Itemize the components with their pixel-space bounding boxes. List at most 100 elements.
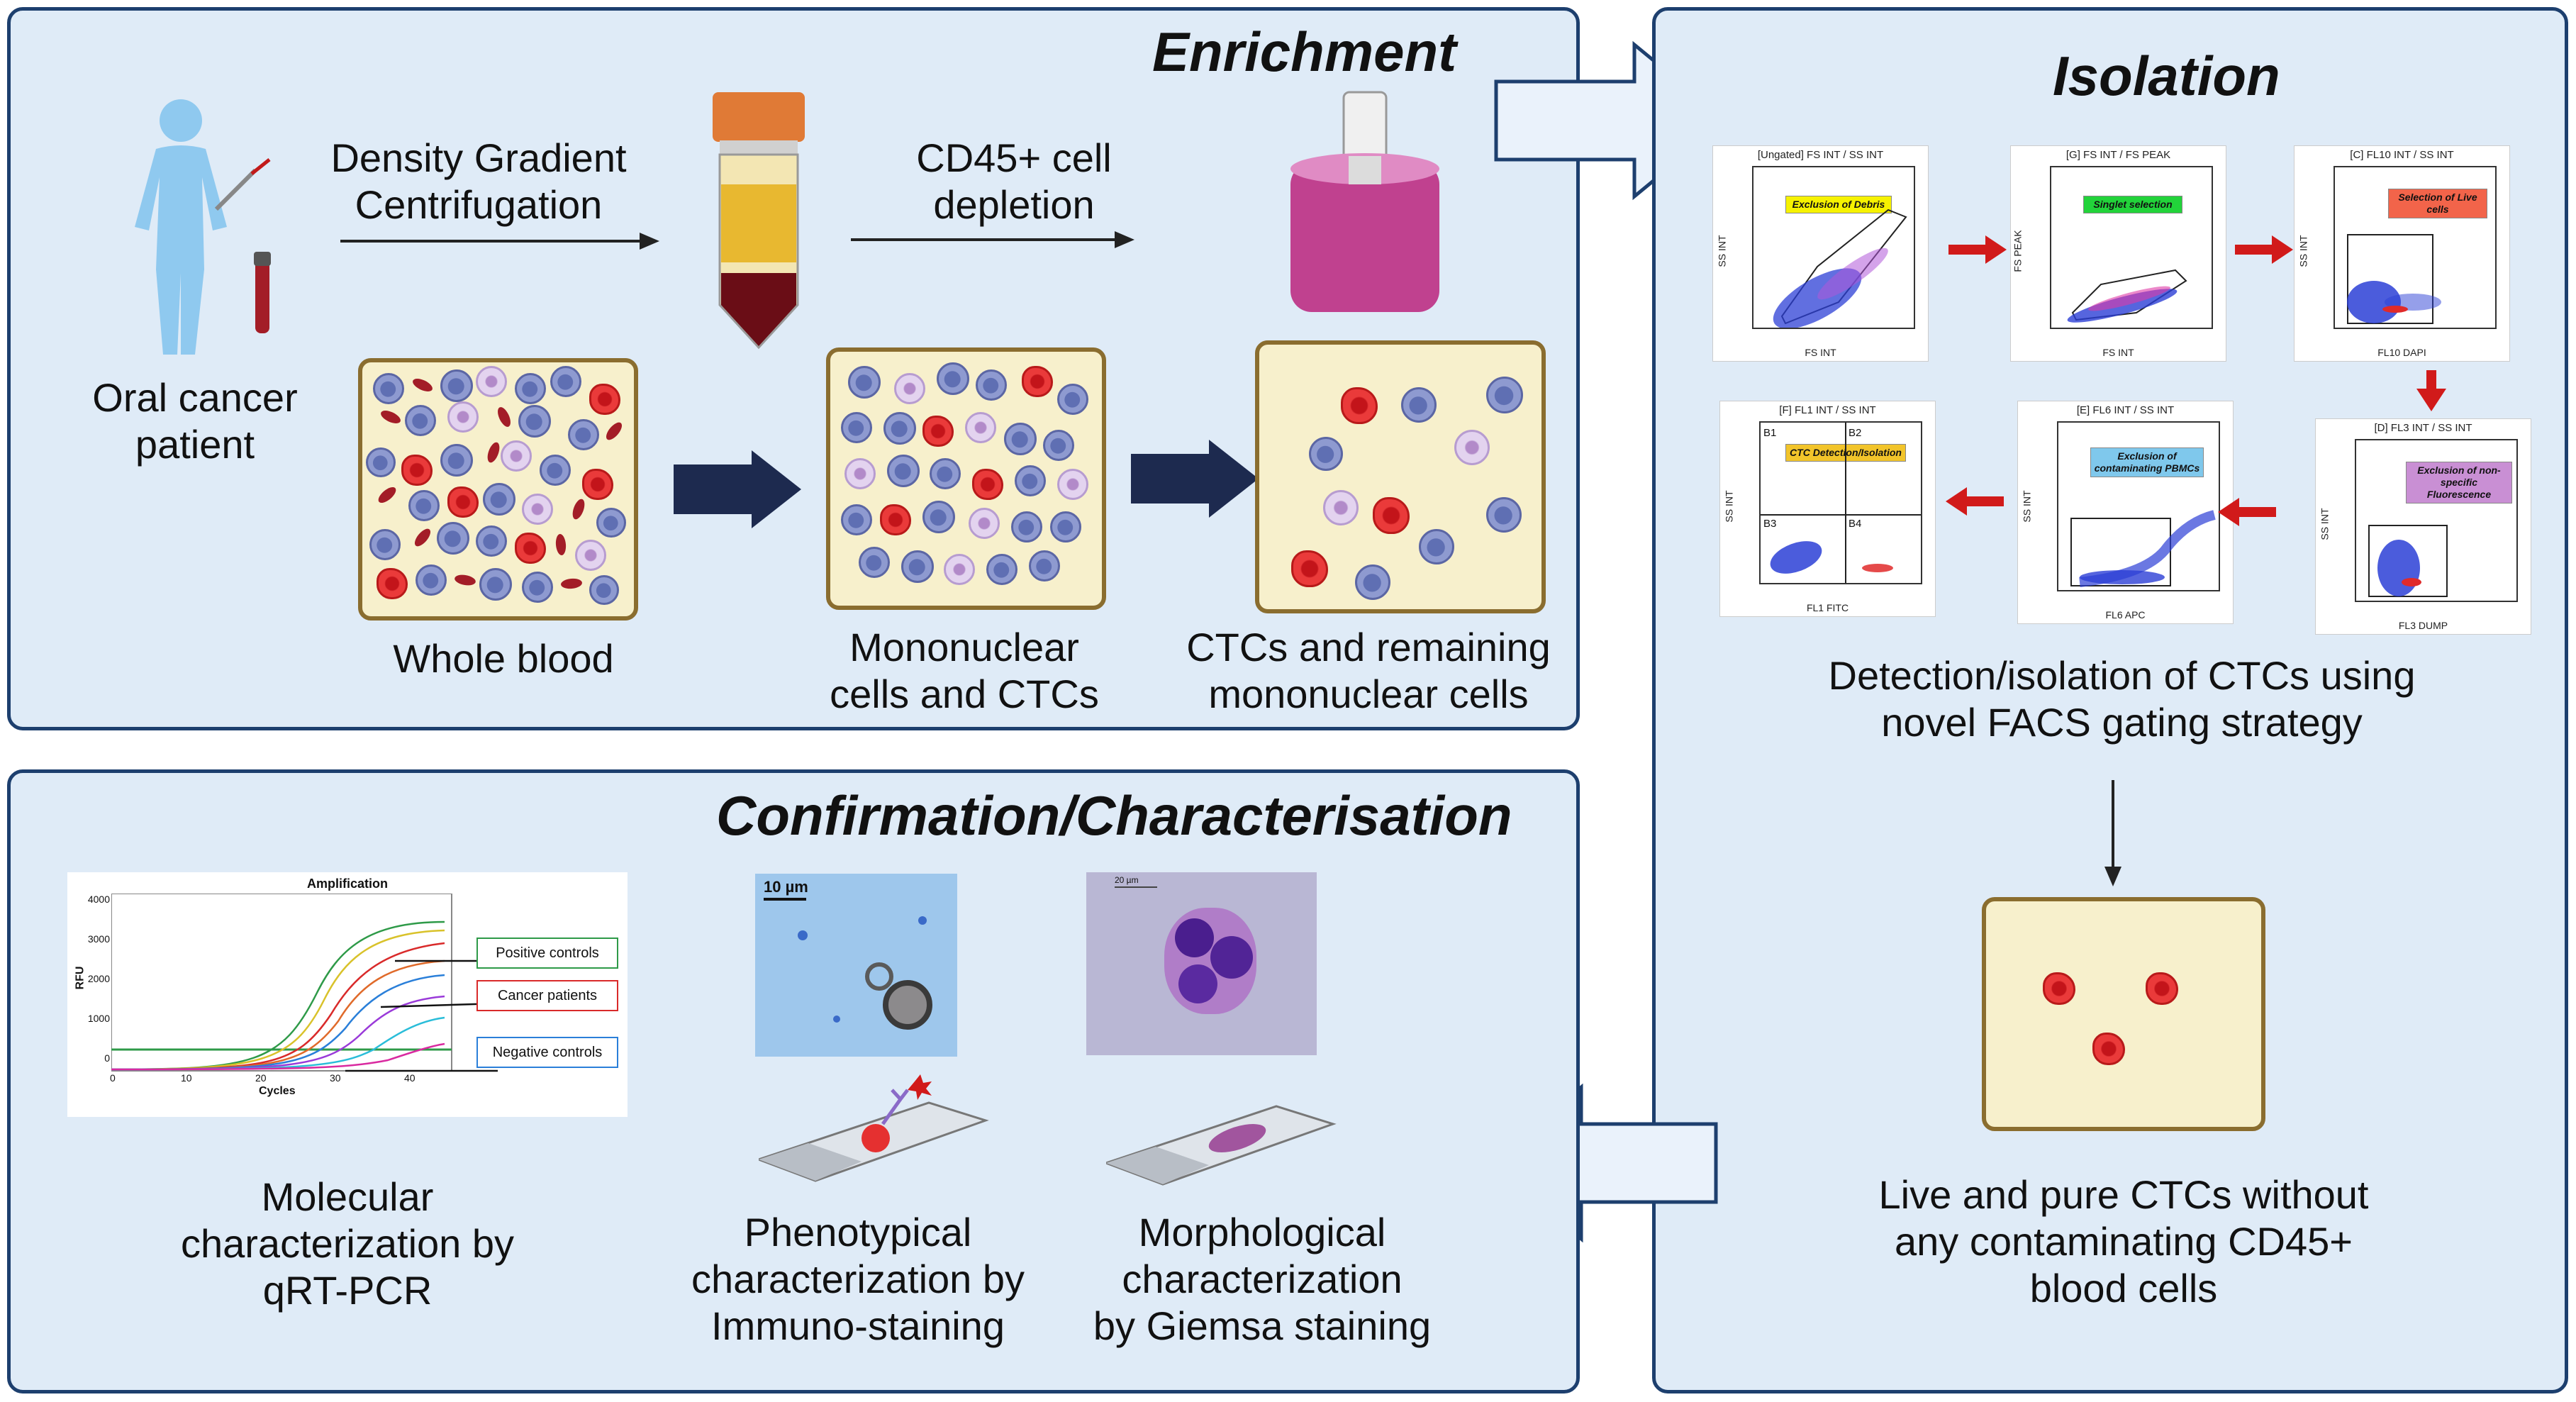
magnetic-column-icon bbox=[1290, 91, 1439, 312]
granulocyte-cell bbox=[447, 401, 479, 433]
red-arrows bbox=[1946, 235, 2446, 526]
legend-negative: Negative controls bbox=[476, 1037, 618, 1068]
immuno-micrograph: 10 µm bbox=[755, 874, 957, 1057]
granulocyte-cell bbox=[575, 540, 606, 571]
remaining-cells-box bbox=[1255, 340, 1546, 613]
mononuclear-cell bbox=[848, 366, 881, 399]
ctc-cell bbox=[401, 455, 433, 486]
pcr-xlabel: Cycles bbox=[259, 1085, 296, 1097]
pcr-ytick: 1000 bbox=[87, 1013, 110, 1024]
mononuclear-cell bbox=[416, 564, 447, 596]
pcr-xtick: 40 bbox=[404, 1072, 416, 1084]
mononuclear-cell bbox=[986, 554, 1017, 585]
mononuclear-cell bbox=[550, 366, 581, 397]
mononuclear-cell bbox=[1309, 437, 1343, 471]
red-blood-cell bbox=[376, 484, 398, 506]
mononuclear-cell bbox=[440, 369, 473, 402]
whole-blood-label: Whole blood bbox=[393, 636, 614, 681]
red-blood-cell bbox=[560, 577, 583, 590]
mononuclear-cell bbox=[405, 405, 436, 436]
mononuclear-cell bbox=[440, 444, 473, 477]
mononuclear-cell bbox=[366, 447, 396, 477]
confirmation-title: Confirmation/Characterisation bbox=[716, 784, 1512, 847]
mononuclear-cell bbox=[568, 419, 599, 450]
tag-pbmc: Exclusion of contaminating PBMCs bbox=[2090, 447, 2204, 477]
mononuclear-cell bbox=[883, 412, 916, 445]
pcr-xtick: 0 bbox=[110, 1072, 116, 1084]
red-blood-cell bbox=[411, 526, 434, 549]
mononuclear-cell bbox=[1057, 384, 1088, 415]
patient-figure-icon bbox=[135, 99, 271, 355]
pcr-ytick: 2000 bbox=[87, 973, 110, 984]
giemsa-micrograph: 20 µm bbox=[1086, 872, 1317, 1055]
mononuclear-cell bbox=[1043, 430, 1074, 461]
mononuclear-cell bbox=[373, 373, 404, 404]
dark-arrow-2 bbox=[1131, 440, 1259, 518]
pcr-xtick: 20 bbox=[255, 1072, 267, 1084]
mononuclear-cell bbox=[1004, 423, 1037, 455]
tag-live: Selection of Live cells bbox=[2388, 189, 2487, 218]
ctc-cell bbox=[582, 469, 613, 500]
ctc-cell bbox=[377, 568, 408, 599]
centrifuge-tube-icon bbox=[713, 92, 805, 350]
arrow-depletion bbox=[851, 231, 1134, 248]
mononuclear-cell bbox=[479, 568, 512, 601]
mononuclear-cell bbox=[408, 490, 440, 521]
isolation-title: Isolation bbox=[2053, 45, 2280, 107]
immuno-slide-icon bbox=[759, 1074, 989, 1182]
granulocyte-cell bbox=[844, 458, 876, 489]
mononuclear-cell bbox=[483, 483, 515, 516]
red-blood-cell bbox=[485, 440, 502, 464]
dark-arrow-1 bbox=[674, 450, 801, 528]
mononuclear-cell bbox=[1401, 387, 1437, 423]
ctc-cell bbox=[589, 384, 620, 415]
pcr-chart: Amplification RFU Cycles 4000 3000 2000 … bbox=[67, 872, 628, 1117]
arrow-centrifugation bbox=[340, 233, 659, 250]
mononuclear-cell bbox=[596, 508, 626, 538]
granulocyte-cell bbox=[965, 412, 996, 443]
tag-singlet: Singlet selection bbox=[2083, 196, 2182, 213]
pcr-xtick: 30 bbox=[330, 1072, 341, 1084]
mononuclear-cell bbox=[1015, 465, 1046, 496]
mononuclear-cell bbox=[1355, 564, 1390, 600]
facs-plot-live: [C] FL10 INT / SS INT Selection of Live … bbox=[2294, 145, 2510, 362]
red-blood-cell bbox=[570, 497, 587, 521]
ctc-cell bbox=[1291, 550, 1328, 587]
mononuclear-cell bbox=[476, 525, 507, 557]
ctc-cell bbox=[515, 533, 546, 564]
quadrant-b2: B2 bbox=[1849, 427, 1862, 439]
granulocyte-cell bbox=[501, 440, 532, 472]
giemsa-slide-icon bbox=[1106, 1105, 1337, 1186]
pcr-ytick: 3000 bbox=[87, 933, 110, 945]
enrichment-title: Enrichment bbox=[1152, 21, 1457, 83]
quadrant-b1: B1 bbox=[1763, 427, 1777, 439]
mononuclear-cell bbox=[1419, 529, 1454, 564]
red-blood-cell bbox=[495, 405, 513, 429]
mononuclear-cell bbox=[976, 369, 1007, 401]
pcr-chart-title: Amplification bbox=[306, 877, 388, 891]
ctc-cell bbox=[880, 504, 911, 535]
mononuclear-cell bbox=[540, 455, 571, 486]
mononuclear-cell bbox=[859, 547, 890, 578]
ctc-cell bbox=[922, 416, 954, 447]
granulocyte-cell bbox=[1323, 490, 1359, 525]
whole-blood-box bbox=[358, 358, 638, 621]
mononuclear-cell bbox=[901, 550, 934, 583]
mononuclear-cell bbox=[515, 373, 546, 404]
facs-plot-pbmc: [E] FL6 INT / SS INT Exclusion of contam… bbox=[2017, 401, 2234, 624]
red-blood-cell bbox=[454, 573, 476, 587]
facs-plot-singlet: [G] FS INT / FS PEAK Singlet selection F… bbox=[2010, 145, 2226, 362]
granulocyte-cell bbox=[944, 554, 975, 585]
granulocyte-cell bbox=[894, 373, 925, 404]
pcr-xtick: 10 bbox=[181, 1072, 192, 1084]
ctc-cell bbox=[1022, 366, 1053, 397]
mononuclear-cell bbox=[922, 501, 955, 533]
ctc-cell bbox=[447, 486, 479, 518]
